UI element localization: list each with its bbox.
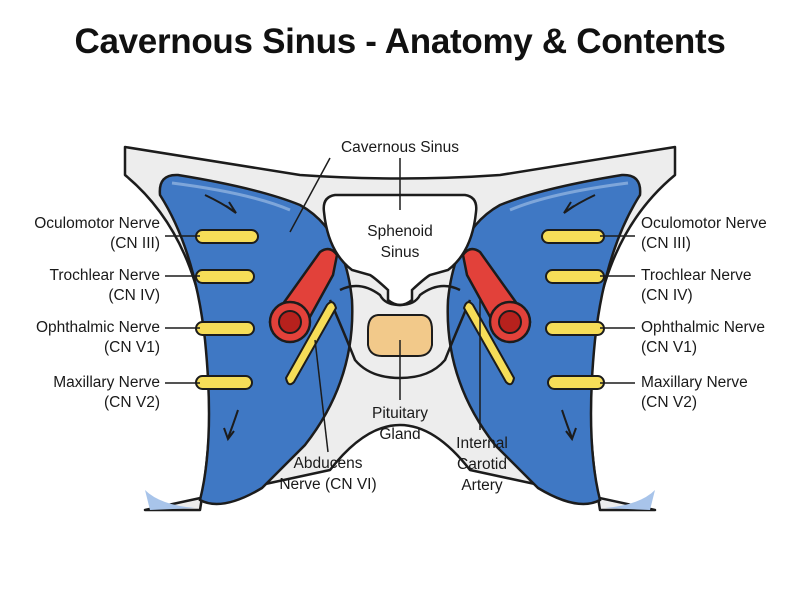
label-pituitary-2: Gland — [379, 426, 420, 443]
left-abducens-nerve — [284, 301, 338, 386]
label-right-ophthalmic-1: Ophthalmic Nerve — [641, 319, 765, 336]
label-right-maxillary-1: Maxillary Nerve — [641, 374, 748, 391]
label-right-oculomotor-2: (CN III) — [641, 235, 691, 252]
label-left-maxillary-1: Maxillary Nerve — [53, 374, 160, 391]
right-abducens-nerve — [462, 301, 516, 386]
label-left-trochlear-2: (CN IV) — [108, 287, 160, 304]
label-carotid-1: Internal — [456, 435, 508, 452]
label-right-trochlear-2: (CN IV) — [641, 287, 693, 304]
label-left-oculomotor-1: Oculomotor Nerve — [34, 215, 160, 232]
right-internal-carotid-artery — [461, 247, 532, 344]
label-right-maxillary-2: (CN V2) — [641, 394, 697, 411]
label-right-oculomotor-1: Oculomotor Nerve — [641, 215, 767, 232]
label-sphenoid-sinus-1: Sphenoid — [367, 223, 433, 240]
label-left-oculomotor-2: (CN III) — [110, 235, 160, 252]
label-carotid-3: Artery — [461, 477, 503, 494]
pituitary-gland — [367, 314, 433, 357]
label-right-ophthalmic-2: (CN V1) — [641, 339, 697, 356]
label-abducens-2: Nerve (CN VI) — [279, 476, 376, 493]
diagram-title: Cavernous Sinus - Anatomy & Contents — [74, 22, 726, 61]
leader-lines — [165, 157, 635, 453]
label-left-maxillary-2: (CN V2) — [104, 394, 160, 411]
flow-arrows — [204, 194, 596, 442]
label-carotid-2: Carotid — [457, 456, 507, 473]
label-right-trochlear-1: Trochlear Nerve — [641, 267, 752, 284]
label-pituitary-1: Pituitary — [372, 405, 428, 422]
left-cavernous-sinus — [158, 173, 354, 506]
label-left-ophthalmic-1: Ophthalmic Nerve — [36, 319, 160, 336]
label-left-trochlear-1: Trochlear Nerve — [49, 267, 160, 284]
label-abducens-1: Abducens — [294, 455, 363, 472]
left-internal-carotid-artery — [268, 247, 339, 344]
label-cavernous-sinus: Cavernous Sinus — [341, 139, 459, 156]
right-cavernous-sinus — [446, 173, 642, 506]
label-sphenoid-sinus-2: Sinus — [381, 244, 420, 261]
label-left-ophthalmic-2: (CN V1) — [104, 339, 160, 356]
